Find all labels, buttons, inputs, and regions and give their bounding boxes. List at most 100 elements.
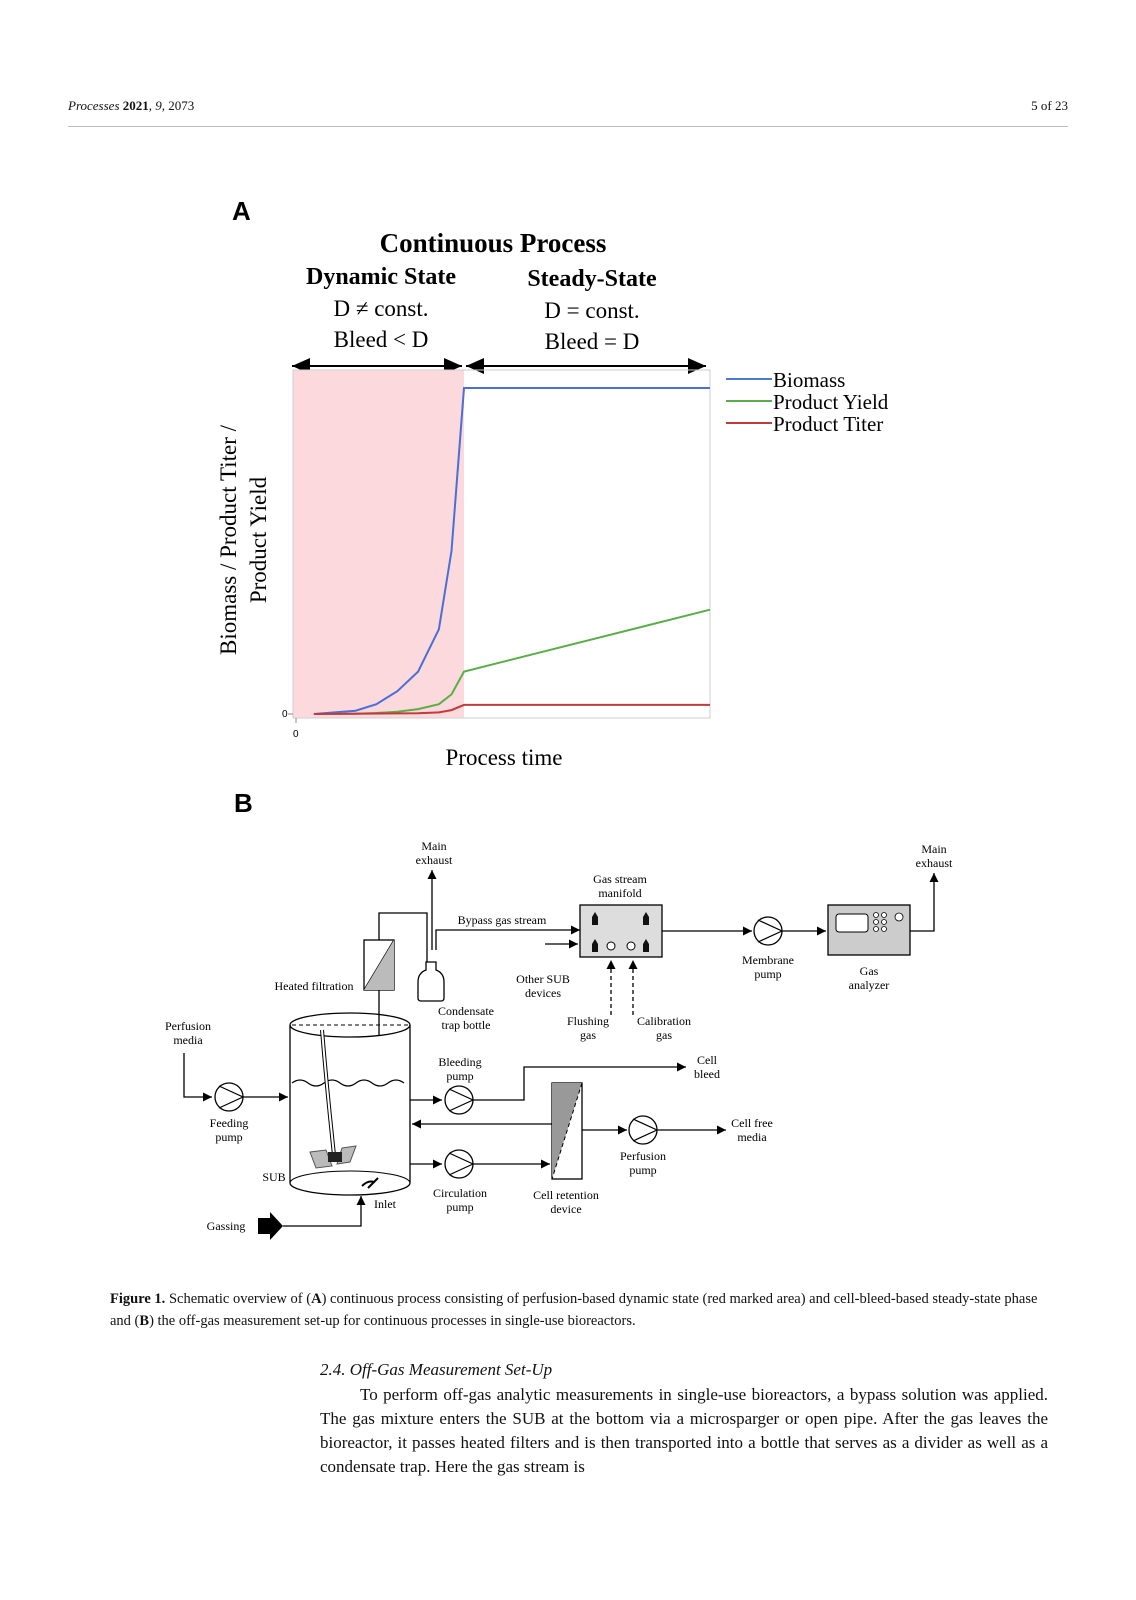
label-flushing-a: Flushing xyxy=(567,1014,609,1028)
y-axis-label-line2: Product Yield xyxy=(246,476,271,603)
label-condensate-b: trap bottle xyxy=(442,1018,491,1032)
label-flushing-b: gas xyxy=(580,1028,596,1042)
chart-plot xyxy=(288,369,711,723)
label-other-sub-a: Other SUB xyxy=(516,972,570,986)
caption-label: Figure 1. xyxy=(110,1291,166,1307)
sub-bottom-back xyxy=(289,1170,411,1184)
label-bleeding-pump-a: Bleeding xyxy=(438,1055,481,1069)
label-gassing: Gassing xyxy=(207,1219,246,1233)
manifold-valve-1 xyxy=(592,912,598,925)
label-calibration-a: Calibration xyxy=(637,1014,691,1028)
x-axis-label: Process time xyxy=(446,745,563,770)
label-other-sub-b: devices xyxy=(525,986,561,1000)
y-axis-label-line1: Biomass / Product Titer / xyxy=(216,424,241,655)
gassing-arrow xyxy=(258,1212,283,1240)
legend-label-product-yield: Product Yield xyxy=(773,390,889,414)
manifold-valve-3 xyxy=(592,939,598,952)
impeller-hub xyxy=(328,1152,342,1162)
sub-vessel-bottom xyxy=(289,1182,411,1196)
label-cell-bleed-a: Cell xyxy=(697,1053,718,1067)
label-circulation-a: Circulation xyxy=(433,1186,487,1200)
phase-2-line2: Bleed = D xyxy=(545,329,640,354)
panel-b-label: B xyxy=(234,790,253,818)
x-tick-label: 0 xyxy=(293,729,299,740)
label-analyzer-b: analyzer xyxy=(849,978,890,992)
analyzer-display xyxy=(835,913,869,933)
label-sub: SUB xyxy=(262,1170,285,1184)
label-perfusion-media-b: media xyxy=(173,1033,203,1047)
main-exhaust-2-arrow xyxy=(910,873,939,932)
body-paragraph: To perform off-gas analytic measurements… xyxy=(320,1385,1048,1476)
figure-caption: Figure 1. Schematic overview of (A) cont… xyxy=(110,1288,1040,1332)
phase-1-line2: Bleed < D xyxy=(334,327,429,352)
panel-a-label: A xyxy=(232,196,251,226)
condensate-trap-bottle xyxy=(417,961,445,1002)
label-perfusion-pump-b: pump xyxy=(629,1163,656,1177)
caption-text-2: ) continuous process consisting of perfu… xyxy=(110,1291,1038,1329)
impeller-blade-1 xyxy=(309,1149,333,1169)
label-retention-a: Cell retention xyxy=(533,1188,599,1202)
label-main-exhaust-2a: Main xyxy=(921,842,946,856)
sparger xyxy=(361,1177,379,1189)
phase-1-line1: D ≠ const. xyxy=(333,296,428,321)
phase-2-line1: D = const. xyxy=(544,298,639,323)
series-line-biomass xyxy=(313,387,710,715)
manifold-valve-2 xyxy=(643,912,649,925)
label-cell-free-a: Cell free xyxy=(731,1116,773,1130)
chart-title: Continuous Process xyxy=(380,228,607,258)
feeding-pump xyxy=(214,1082,244,1112)
dynamic-state-shaded-region xyxy=(293,370,464,718)
liquid-surface xyxy=(291,1079,405,1087)
label-calibration-b: gas xyxy=(656,1028,672,1042)
figure-panel-b: B Main exhaust Heated filtration Condens… xyxy=(165,790,953,1240)
bleeding-pump xyxy=(444,1085,474,1115)
label-main-exhaust-1b: exhaust xyxy=(416,853,453,867)
header-rule xyxy=(68,126,1068,127)
label-bleeding-pump-b: pump xyxy=(446,1069,473,1083)
caption-text-1: Schematic overview of ( xyxy=(165,1291,312,1307)
phase-2-name: Steady-State xyxy=(527,266,657,292)
label-inlet: Inlet xyxy=(374,1197,397,1211)
label-main-exhaust-1a: Main xyxy=(421,839,446,853)
section-title: 2.4. Off-Gas Measurement Set-Up xyxy=(320,1360,553,1379)
label-membrane-pump-a: Membrane xyxy=(742,953,794,967)
legend-label-product-titer: Product Titer xyxy=(773,412,883,436)
label-perfusion-pump-a: Perfusion xyxy=(620,1149,666,1163)
analyzer-buttons xyxy=(873,912,904,932)
legend-label-biomass: Biomass xyxy=(773,368,845,392)
label-main-exhaust-2b: exhaust xyxy=(916,856,953,870)
circulation-pump xyxy=(444,1149,474,1179)
journal-name: Processes xyxy=(68,98,120,113)
label-feeding-pump-a: Feeding xyxy=(210,1116,249,1130)
filter-shade xyxy=(364,940,394,990)
figure-panel-a: A Continuous Process Dynamic State D ≠ c… xyxy=(216,196,889,770)
manifold-port-1 xyxy=(606,941,616,951)
phase-1-name: Dynamic State xyxy=(306,264,456,290)
article-number: 2073 xyxy=(168,98,195,113)
manifold-port-2 xyxy=(626,941,636,951)
label-cell-free-b: media xyxy=(737,1130,767,1144)
label-manifold-a: Gas stream xyxy=(593,872,647,886)
label-circulation-b: pump xyxy=(446,1200,473,1214)
label-feeding-pump-b: pump xyxy=(215,1130,242,1144)
running-header: Processes 2021, 9, 2073 xyxy=(68,98,195,113)
retention-membrane xyxy=(551,1082,583,1180)
label-manifold-b: manifold xyxy=(598,886,641,900)
label-cell-bleed-b: bleed xyxy=(694,1067,720,1081)
label-bypass: Bypass gas stream xyxy=(458,913,547,927)
label-membrane-pump-b: pump xyxy=(754,967,781,981)
section-body: To perform off-gas analytic measurements… xyxy=(320,1383,1048,1479)
feed-line-in xyxy=(183,1053,212,1102)
manifold-valve-4 xyxy=(643,939,649,952)
label-retention-b: device xyxy=(550,1202,581,1216)
bleed-line-out xyxy=(473,1062,686,1101)
caption-ref-a: A xyxy=(311,1291,322,1307)
caption-ref-b: B xyxy=(139,1313,150,1329)
label-heated-filtration: Heated filtration xyxy=(275,979,354,993)
series-line-product-titer xyxy=(313,703,710,715)
stirrer-shaft-inner xyxy=(321,1029,335,1156)
label-analyzer-a: Gas xyxy=(860,964,879,978)
page-number: 5 of 23 xyxy=(1031,98,1068,113)
plot-frame xyxy=(292,369,711,719)
membrane-pump xyxy=(753,916,783,946)
